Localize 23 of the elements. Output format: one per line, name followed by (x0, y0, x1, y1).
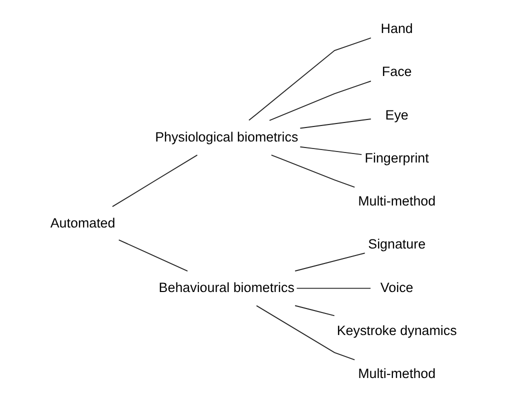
connector (256, 305, 356, 360)
node-text: Voice (380, 280, 414, 295)
connector (294, 305, 335, 316)
node-text: Hand (380, 20, 413, 36)
node-text: Keystroke dynamics (336, 323, 457, 338)
connector (294, 252, 366, 272)
connector (300, 118, 372, 129)
connector (296, 288, 372, 289)
node-text: Signature (368, 236, 426, 252)
node-text: Eye (385, 107, 408, 122)
connector (118, 239, 188, 272)
node-text: Face (382, 64, 412, 80)
node-text: Multi-method (358, 366, 436, 382)
connector (300, 146, 362, 156)
connector (248, 38, 372, 121)
node-text: Multi-method (358, 194, 436, 209)
connector (269, 80, 372, 121)
connector (270, 154, 356, 188)
connector (112, 154, 198, 208)
node-text: Fingerprint (364, 150, 429, 166)
node-text: Automated (50, 216, 116, 231)
node-text: Behavioural biometrics (158, 280, 294, 295)
node-text: Physiological biometrics (155, 129, 298, 144)
